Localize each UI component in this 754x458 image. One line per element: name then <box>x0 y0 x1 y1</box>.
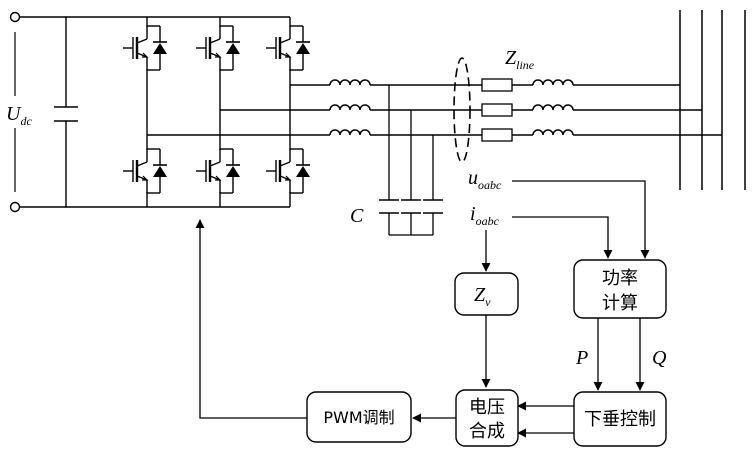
line-inductor-a <box>533 80 573 85</box>
inverter-bridge <box>123 17 310 207</box>
active-power-label: P <box>575 347 588 369</box>
power-calc-label-line1: 功率 <box>602 268 638 289</box>
pwm-label: PWM调制 <box>323 408 394 427</box>
reactive-power-label: Q <box>652 347 667 369</box>
dc-voltage-label: Udc <box>6 103 32 128</box>
capacitor-label: C <box>350 205 364 227</box>
line-resistor-a <box>482 79 512 91</box>
block-voltage-synthesis: 电压 合成 <box>456 390 518 446</box>
filter-capacitors: C <box>350 85 443 235</box>
power-calc-label-line2: 计算 <box>602 293 638 314</box>
line-inductor-b <box>533 105 573 110</box>
output-current-label: ioabc <box>470 203 500 228</box>
dc-terminal-negative <box>11 203 20 212</box>
filter-inductor-b <box>330 105 370 110</box>
grid-bus <box>680 10 745 190</box>
block-power-calculation: 功率 计算 <box>574 260 666 318</box>
line-resistor-c <box>482 129 512 141</box>
block-droop-control: 下垂控制 <box>574 392 666 446</box>
filter-inductor-a <box>330 80 370 85</box>
dc-terminal-positive <box>11 13 20 22</box>
voltage-synth-label-line2: 合成 <box>469 421 505 442</box>
line-resistor-b <box>482 104 512 116</box>
droop-control-label: 下垂控制 <box>584 409 656 430</box>
line-impedance-label: Zline <box>505 47 535 72</box>
voltage-synth-label-line1: 电压 <box>469 397 505 418</box>
block-virtual-impedance: Zv <box>455 273 518 315</box>
line-inductor-c <box>533 130 573 135</box>
block-pwm-modulation: PWM调制 <box>307 392 411 442</box>
filter-inductor-c <box>330 130 370 135</box>
output-voltage-label: uoabc <box>468 167 502 192</box>
